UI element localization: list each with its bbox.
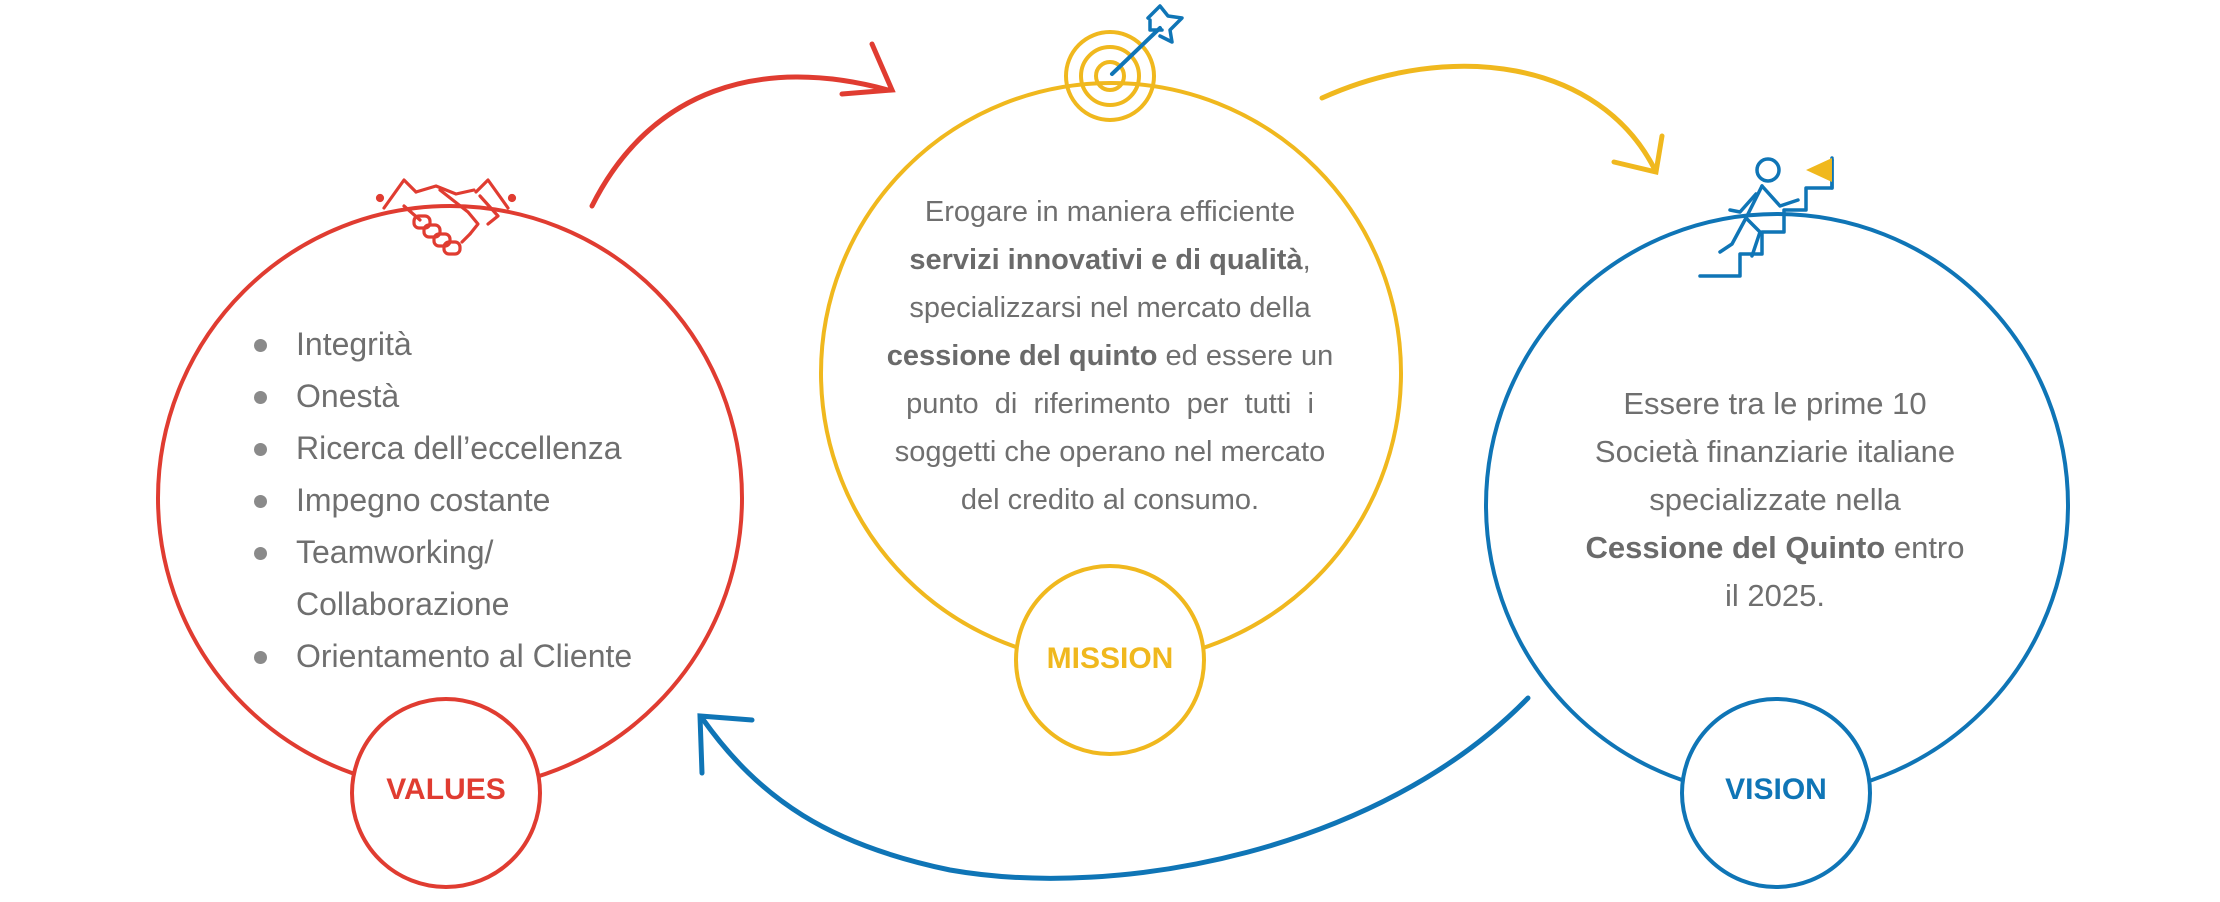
mission-bold: cessione del quinto xyxy=(886,340,1158,372)
values-item: Teamworking/ xyxy=(250,526,670,578)
vision-bold: Cessione del Quinto xyxy=(1585,530,1886,565)
mission-line: Erogare in maniera efficiente xyxy=(924,196,1296,228)
values-item: Impegno costante xyxy=(250,474,670,526)
values-item: Onestà xyxy=(250,370,670,422)
vision-line: Cessione del Quinto entro xyxy=(1585,530,1965,565)
values-item: Integrità xyxy=(250,318,670,370)
vision-badge: VISION xyxy=(1725,773,1827,806)
values-badge-circle xyxy=(350,697,542,889)
mission-badge: MISSION xyxy=(1046,642,1174,675)
mission-bold: servizi innovativi e di qualità xyxy=(909,244,1303,276)
values-item: Ricerca dell’eccellenza xyxy=(250,422,670,474)
arrow-vision-to-values xyxy=(697,695,1531,881)
mission-text: Erogare in maniera efficiente servizi in… xyxy=(875,188,1345,524)
arrow-mission-to-vision xyxy=(1319,63,1665,176)
vision-line: specializzate nella xyxy=(1649,482,1901,517)
values-badge: VALUES xyxy=(386,773,506,806)
values-item-continuation: Collaborazione xyxy=(296,586,510,622)
mission-line: del credito al consumo. xyxy=(960,484,1260,516)
mission-line: servizi innovativi e di qualità, xyxy=(909,244,1311,276)
vision-line: il 2025. xyxy=(1725,578,1825,613)
values-item: Orientamento al Cliente xyxy=(250,630,670,682)
mission-badge-circle xyxy=(1014,564,1206,756)
target-icon xyxy=(1064,4,1184,122)
values-list: Integrità Onestà Ricerca dell’eccellenza… xyxy=(250,318,670,682)
vision-text: Essere tra le prime 10 Società finanziar… xyxy=(1555,380,1995,620)
mission-line: soggetti che operano nel mercato xyxy=(894,436,1326,468)
arrow-values-to-mission xyxy=(589,41,896,209)
vision-badge-circle xyxy=(1680,697,1872,889)
mission-line: cessione del quinto ed essere un xyxy=(886,340,1334,372)
flag-icon xyxy=(1806,158,1832,182)
handshake-icon xyxy=(375,178,517,256)
mission-line: punto di riferimento per tutti i xyxy=(906,388,1314,420)
person-climbing-stairs-flag-icon xyxy=(1698,156,1834,278)
vision-line: Società finanziarie italiane xyxy=(1594,434,1956,469)
mission-line: specializzarsi nel mercato della xyxy=(909,292,1311,324)
vision-line: Essere tra le prime 10 xyxy=(1623,386,1927,421)
